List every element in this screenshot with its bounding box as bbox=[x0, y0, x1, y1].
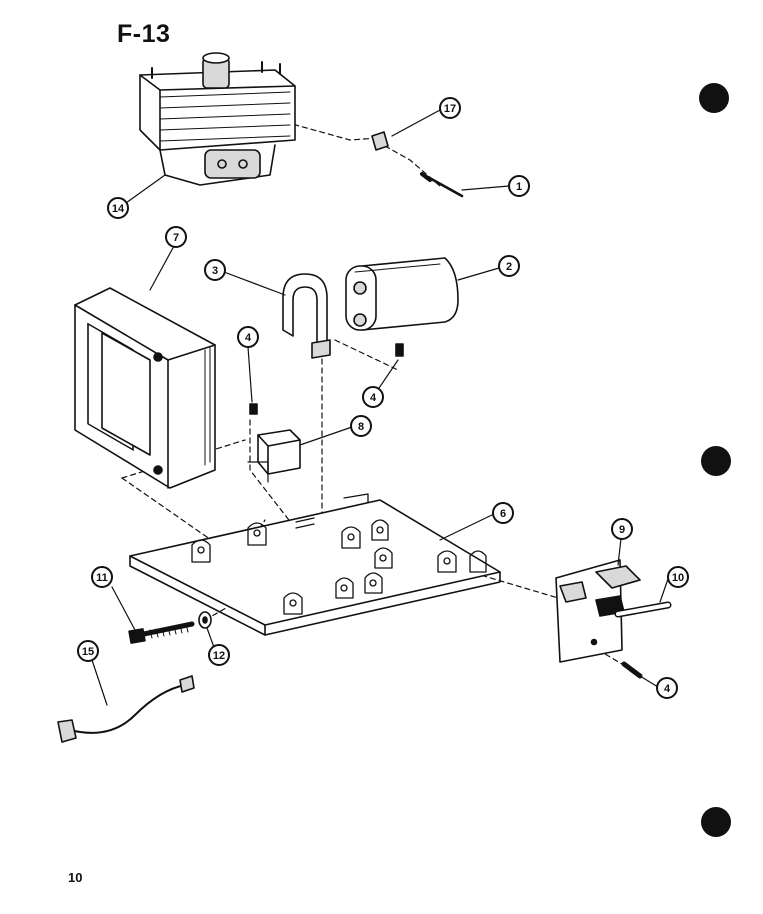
callout-label: 7 bbox=[173, 232, 179, 244]
callout-label: 10 bbox=[672, 572, 684, 584]
terminal-pin bbox=[614, 601, 672, 618]
capacitor-bracket bbox=[282, 273, 331, 359]
callout-label: 14 bbox=[112, 203, 125, 215]
callout-label: 11 bbox=[96, 572, 108, 584]
callout-8: 8 bbox=[350, 415, 372, 437]
callout-12: 12 bbox=[208, 644, 230, 666]
figure-title: F-13 bbox=[117, 20, 171, 48]
callout-leaders bbox=[91, 109, 669, 706]
binder-holes bbox=[699, 83, 731, 837]
capacitor bbox=[345, 257, 459, 331]
callout-label: 4 bbox=[245, 332, 252, 344]
magnetron bbox=[139, 52, 296, 186]
transformer bbox=[74, 287, 216, 489]
callout-4-a: 4 bbox=[237, 326, 259, 348]
callout-6: 6 bbox=[492, 502, 514, 524]
bolt bbox=[128, 621, 195, 644]
callout-15: 15 bbox=[77, 640, 99, 662]
callout-4-c: 4 bbox=[656, 677, 678, 699]
callout-7: 7 bbox=[165, 226, 187, 248]
callout-label: 4 bbox=[664, 683, 671, 695]
thermal-probe bbox=[420, 172, 464, 198]
screw-a bbox=[249, 403, 258, 415]
callout-bubbles: 17 1 14 7 3 2 4 4 8 6 9 10 11 12 15 4 bbox=[77, 97, 689, 699]
callout-3: 3 bbox=[204, 259, 226, 281]
callout-label: 12 bbox=[213, 650, 225, 662]
screw-b bbox=[395, 343, 404, 357]
callout-label: 9 bbox=[619, 524, 625, 536]
callout-label: 6 bbox=[500, 508, 506, 520]
callout-10: 10 bbox=[667, 566, 689, 588]
binder-hole-middle bbox=[701, 446, 731, 476]
callout-11: 11 bbox=[91, 566, 113, 588]
callout-17: 17 bbox=[439, 97, 461, 119]
callout-label: 17 bbox=[444, 103, 456, 115]
binder-hole-bottom bbox=[701, 807, 731, 837]
callout-2: 2 bbox=[498, 255, 520, 277]
callout-14: 14 bbox=[107, 197, 129, 219]
callout-label: 15 bbox=[82, 646, 94, 658]
callout-label: 4 bbox=[370, 392, 377, 404]
callout-9: 9 bbox=[611, 518, 633, 540]
screw-c bbox=[621, 661, 643, 679]
page-number: 10 bbox=[68, 870, 83, 885]
binder-hole-top bbox=[699, 83, 729, 113]
callout-label: 2 bbox=[506, 261, 512, 273]
callout-label: 1 bbox=[516, 181, 522, 193]
callout-1: 1 bbox=[508, 175, 530, 197]
callout-label: 3 bbox=[212, 265, 218, 277]
washer bbox=[198, 611, 212, 629]
terminal-board bbox=[555, 559, 641, 663]
ground-wire bbox=[57, 675, 195, 743]
diode-block bbox=[247, 429, 301, 483]
base-plate bbox=[129, 493, 501, 636]
callout-4-b: 4 bbox=[362, 386, 384, 408]
magnetron-clip bbox=[371, 131, 389, 151]
callout-label: 8 bbox=[358, 421, 364, 433]
